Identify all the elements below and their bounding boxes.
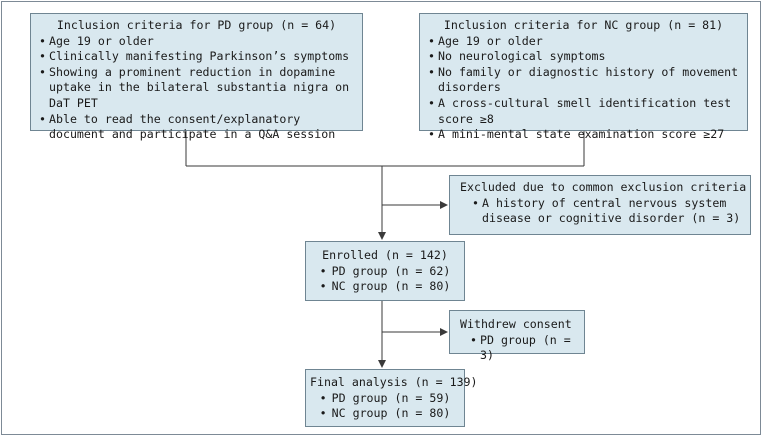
withdrew-list: PD group (n = 3)	[468, 333, 578, 364]
final-analysis-item: NC group (n = 80)	[310, 406, 460, 422]
nc-inclusion-list: Age 19 or older No neurological symptoms…	[426, 34, 741, 143]
excluded-item: A history of central nervous system dise…	[470, 196, 744, 227]
pd-inclusion-list: Age 19 or older Clinically manifesting P…	[37, 34, 356, 143]
nc-inclusion-item: No neurological symptoms	[426, 49, 741, 65]
final-analysis-box: Final analysis (n = 139) PD group (n = 5…	[305, 369, 478, 427]
nc-inclusion-item: No family or diagnostic history of movem…	[426, 65, 741, 96]
pd-inclusion-box: Inclusion criteria for PD group (n = 64)…	[30, 13, 363, 141]
excluded-list: A history of central nervous system dise…	[470, 196, 744, 227]
enrolled-item: NC group (n = 80)	[310, 279, 460, 295]
nc-inclusion-box: Inclusion criteria for NC group (n = 81)…	[419, 13, 748, 142]
final-analysis-title: Final analysis (n = 139)	[310, 375, 478, 389]
nc-inclusion-item: A cross-cultural smell identification te…	[426, 96, 741, 127]
pd-inclusion-item: Clinically manifesting Parkinson’s sympt…	[37, 49, 356, 65]
final-analysis-list: PD group (n = 59) NC group (n = 80)	[310, 391, 460, 422]
final-analysis-item: PD group (n = 59)	[310, 391, 460, 407]
enrolled-list: PD group (n = 62) NC group (n = 80)	[310, 264, 460, 295]
withdrew-title: Withdrew consent	[460, 317, 572, 331]
pd-inclusion-item: Able to read the consent/explanatory doc…	[37, 112, 356, 143]
pd-inclusion-item: Showing a prominent reduction in dopamin…	[37, 65, 356, 112]
excluded-title: Excluded due to common exclusion criteri…	[460, 180, 747, 194]
enrolled-item: PD group (n = 62)	[310, 264, 460, 280]
excluded-box: Excluded due to common exclusion criteri…	[449, 175, 751, 235]
pd-inclusion-title: Inclusion criteria for PD group (n = 64)	[56, 18, 337, 32]
withdrew-item: PD group (n = 3)	[468, 333, 578, 364]
pd-inclusion-item: Age 19 or older	[37, 34, 356, 50]
nc-inclusion-item: Age 19 or older	[426, 34, 741, 50]
enrolled-box: Enrolled (n = 142) PD group (n = 62) NC …	[305, 241, 465, 301]
nc-inclusion-item: A mini-mental state examination score ≥2…	[426, 127, 741, 143]
withdrew-box: Withdrew consent PD group (n = 3)	[449, 310, 585, 362]
nc-inclusion-title: Inclusion criteria for NC group (n = 81)	[443, 18, 724, 32]
enrolled-title: Enrolled (n = 142)	[322, 248, 448, 262]
